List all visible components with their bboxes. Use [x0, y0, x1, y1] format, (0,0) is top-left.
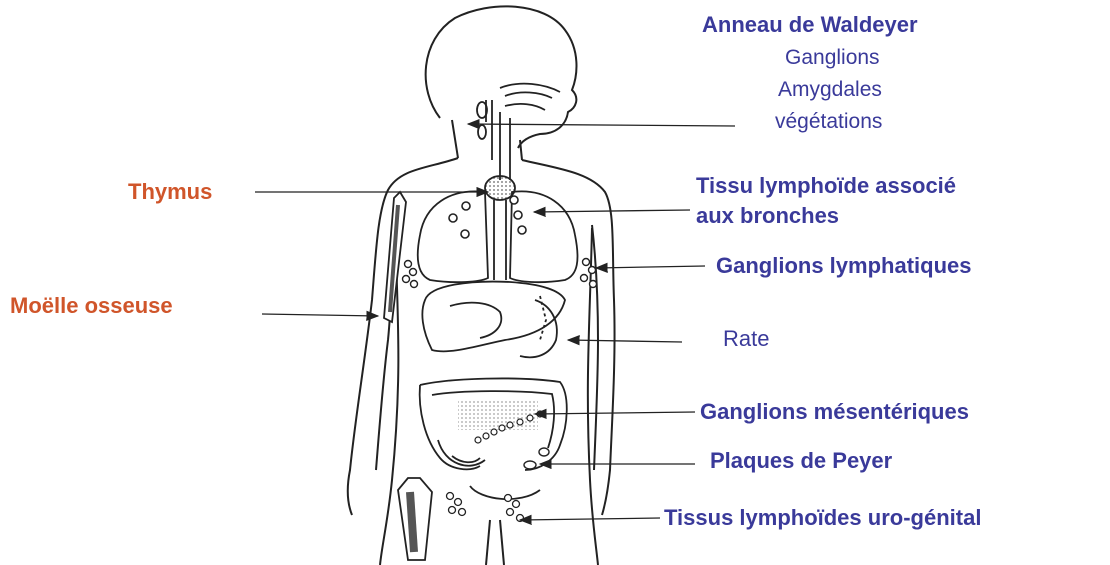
label-waldeyer-amygdales: Amygdales — [778, 79, 882, 100]
label-rate: Rate — [723, 328, 769, 350]
peyer-patches — [524, 448, 549, 469]
label-thymus: Thymus — [128, 181, 212, 203]
label-ganglions-mesenteriques: Ganglions mésentériques — [700, 401, 969, 423]
mesentery-zone — [458, 400, 538, 430]
axillary-nodes — [403, 259, 597, 288]
bronchial-nodes — [449, 196, 526, 238]
label-waldeyer-vegetations: végétations — [775, 111, 882, 132]
label-waldeyer-title: Anneau de Waldeyer — [702, 14, 918, 36]
lungs — [418, 191, 578, 282]
label-tissu-bronches-1: Tissu lymphoïde associé — [696, 175, 956, 197]
label-tissus-uro-genital: Tissus lymphoïdes uro-génital — [664, 507, 981, 529]
inguinal-nodes — [447, 493, 524, 522]
bone-marrow — [384, 192, 432, 560]
intestines — [420, 378, 567, 499]
thymus-organ — [485, 176, 515, 200]
label-ganglions-lymphatiques: Ganglions lymphatiques — [716, 255, 971, 277]
label-tissu-bronches-2: aux bronches — [696, 205, 839, 227]
label-plaques-peyer: Plaques de Peyer — [710, 450, 892, 472]
label-moelle-osseuse: Moëlle osseuse — [10, 295, 173, 317]
label-waldeyer-ganglions: Ganglions — [785, 47, 880, 68]
abdominal-organs — [422, 282, 565, 358]
